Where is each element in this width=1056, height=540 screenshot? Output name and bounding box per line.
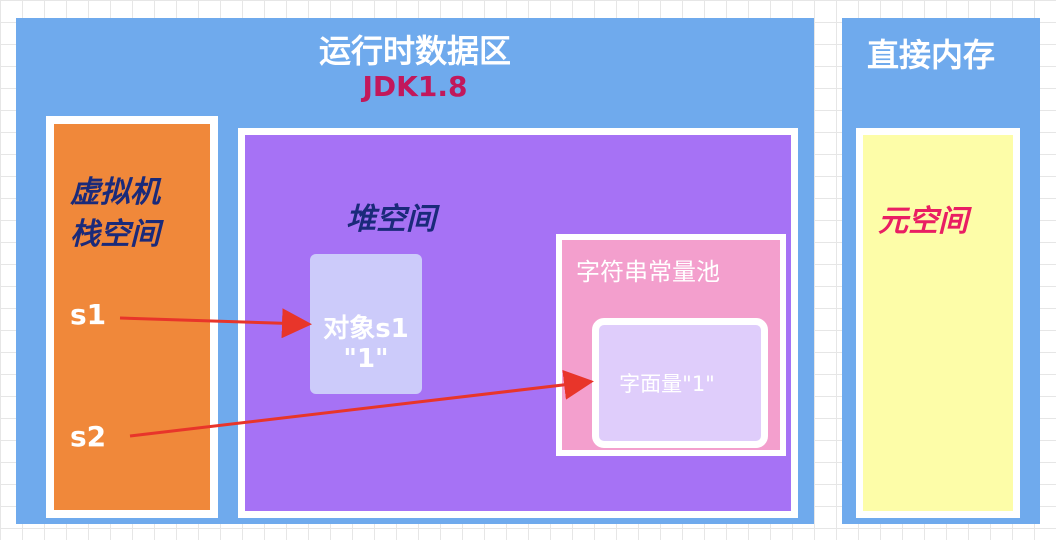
vm-stack-label: 虚拟机 栈空间 [70, 172, 210, 256]
jdk-version-label: JDK1.8 [362, 70, 468, 103]
vm-stack-label-line2: 栈空间 [70, 217, 160, 252]
direct-memory-title: 直接内存 [866, 36, 995, 74]
literal-box [592, 318, 768, 448]
runtime-data-area-title: 运行时数据区 [318, 32, 511, 70]
heap-label: 堆空间 [346, 202, 436, 237]
metaspace-label: 元空间 [878, 204, 968, 239]
stack-var-s2: s2 [70, 420, 107, 453]
stack-var-s1: s1 [70, 298, 107, 331]
literal-label: 字面量"1" [619, 372, 715, 396]
vm-stack-label-line1: 虚拟机 [70, 175, 160, 210]
object-s1-box [310, 254, 422, 394]
string-pool-label: 字符串常量池 [576, 258, 720, 286]
metaspace-box [856, 128, 1020, 518]
object-s1-name: 对象s1 [323, 314, 409, 344]
object-s1-value: "1" [343, 344, 389, 374]
